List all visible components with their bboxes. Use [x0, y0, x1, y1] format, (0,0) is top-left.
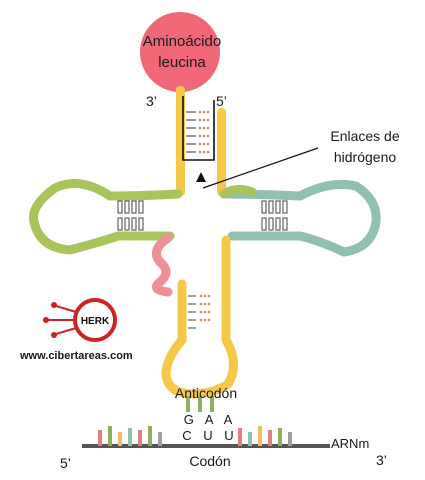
- end-3-bottom-label: 3’: [376, 452, 387, 468]
- end-5-top-label: 5’: [216, 93, 227, 109]
- t-arm-junction: [219, 184, 257, 199]
- t-arm-base-pairs: [261, 200, 288, 231]
- amino-acid-label-2: leucina: [158, 54, 206, 71]
- end-5-bottom-label: 5’: [60, 455, 71, 471]
- hbonds-label-2: hidrógeno: [333, 149, 397, 165]
- pointer-line: [202, 147, 319, 189]
- acceptor-base-pairs: [186, 111, 196, 153]
- anticodon-arm: [161, 235, 238, 399]
- d-arm: [28, 179, 183, 255]
- codon-sequence: C U U: [182, 428, 238, 443]
- anticodon-sequence: G A A: [183, 412, 237, 427]
- amino-acid-label-1: Aminoácido: [142, 33, 222, 50]
- mrna-bases: [98, 426, 292, 446]
- anticodon-base-pairs: [188, 295, 196, 329]
- hbonds-label-1: Enlaces de: [330, 128, 400, 144]
- end-3-top-label: 3’: [146, 93, 157, 109]
- anticodon-label: Anticodón: [174, 385, 238, 401]
- amino-acid-circle: [140, 12, 220, 92]
- d-arm-base-pairs: [117, 200, 144, 231]
- mrna-label: ARNm: [331, 436, 370, 451]
- website-label: www.cibertareas.com: [20, 350, 133, 362]
- anticodon-dots: [199, 294, 211, 322]
- codon-label: Codón: [189, 453, 231, 469]
- anticodon-bases: [186, 396, 214, 412]
- t-arm: [219, 179, 381, 257]
- acceptor-stem-right: [217, 108, 226, 196]
- arrow-head: [196, 172, 206, 182]
- variable-loop: [151, 233, 173, 297]
- site-logo: HERK: [43, 298, 117, 342]
- logo-text: HERK: [81, 316, 110, 327]
- acceptor-dots: [198, 110, 210, 154]
- hbond-bracket: [182, 96, 215, 161]
